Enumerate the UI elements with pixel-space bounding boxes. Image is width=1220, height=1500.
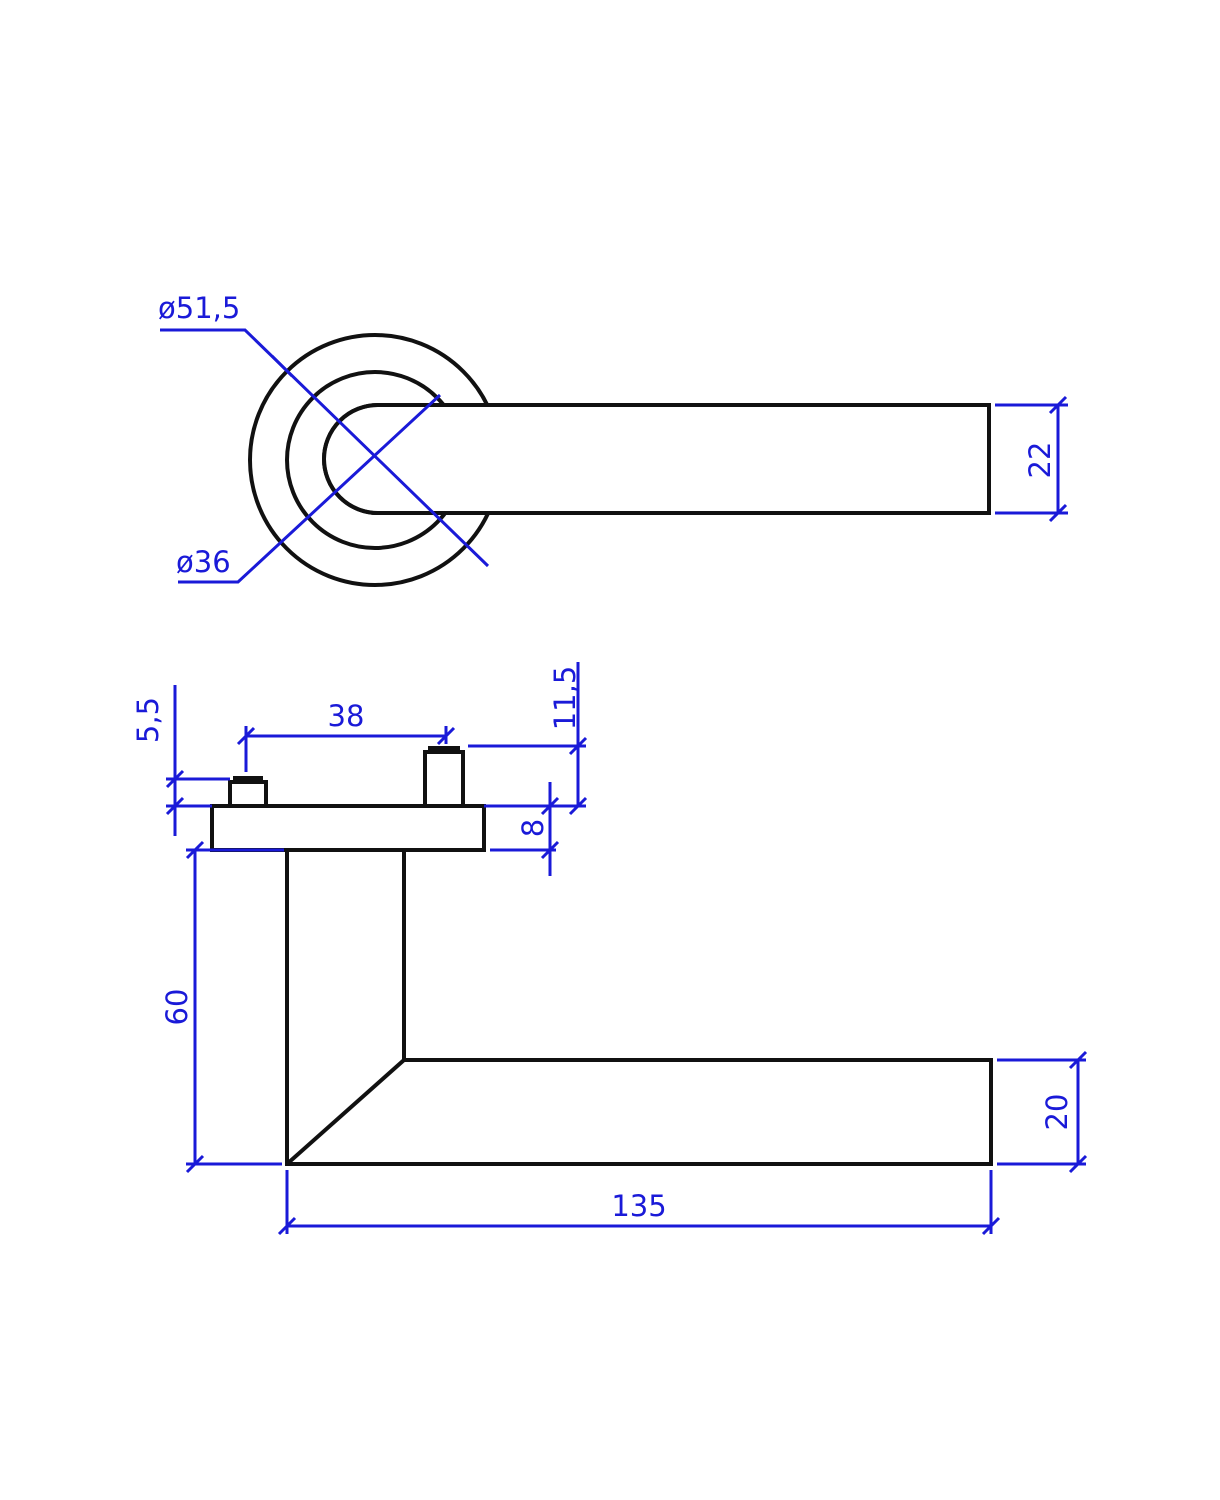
lever-thickness-label: 22: [1023, 442, 1057, 479]
lever-length-dimension-line: [277, 1170, 1001, 1236]
outer-diameter-label: ø51,5: [158, 291, 240, 325]
pin-spacing-dimension-line: [236, 726, 456, 772]
right-pin: [423, 750, 465, 808]
top-view: ø51,5 ø36 22: [158, 291, 1068, 587]
rose-thickness-label: 8: [516, 819, 550, 837]
lever-bend-line: [285, 1058, 406, 1166]
lever-top-fill: [326, 407, 987, 511]
inner-diameter-leader: [178, 393, 442, 584]
lever-length-label: 135: [611, 1189, 666, 1223]
lever-projection-label: 60: [160, 989, 194, 1026]
lever-thickness-dimension-line: [995, 395, 1068, 523]
lever-grip-height-dimension-line: [997, 1050, 1088, 1174]
right-pin-cap: [428, 746, 460, 754]
outer-diameter-arrow: [270, 354, 294, 378]
lever-top-outline-front: [322, 403, 991, 515]
lever-grip-height-label: 20: [1040, 1094, 1074, 1131]
side-view: 5,5 38 11,5 8 60 20 135: [131, 662, 1088, 1236]
left-pin: [228, 780, 268, 808]
left-pin-height-label: 5,5: [131, 697, 165, 743]
rose-thickness-dimension-line: [490, 782, 560, 876]
inner-diameter-label: ø36: [176, 545, 231, 579]
pin-spacing-label: 38: [328, 699, 365, 733]
left-pin-cap: [233, 776, 263, 784]
left-pin-height-dimension-line: [165, 685, 230, 836]
outer-diameter-leader: [160, 328, 490, 568]
rose-plate: [210, 804, 486, 852]
lever-side-outline: [285, 850, 993, 1166]
right-pin-height-label: 11,5: [548, 666, 582, 731]
lever-projection-dimension-line: [185, 840, 284, 1174]
